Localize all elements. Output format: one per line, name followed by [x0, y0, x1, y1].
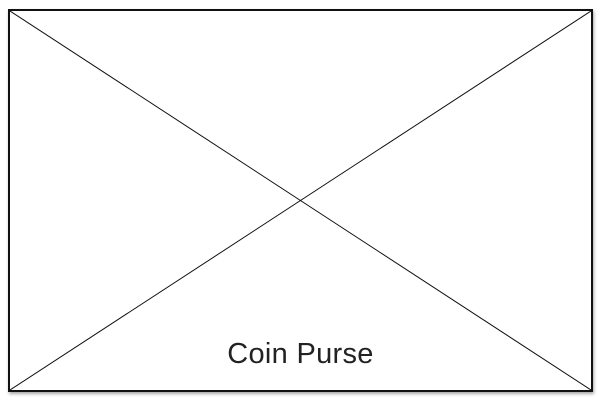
diagonal-line-2 — [10, 11, 591, 390]
placeholder-cross-icon — [10, 11, 591, 390]
placeholder-caption: Coin Purse — [227, 338, 374, 370]
image-placeholder: Coin Purse — [8, 9, 593, 392]
